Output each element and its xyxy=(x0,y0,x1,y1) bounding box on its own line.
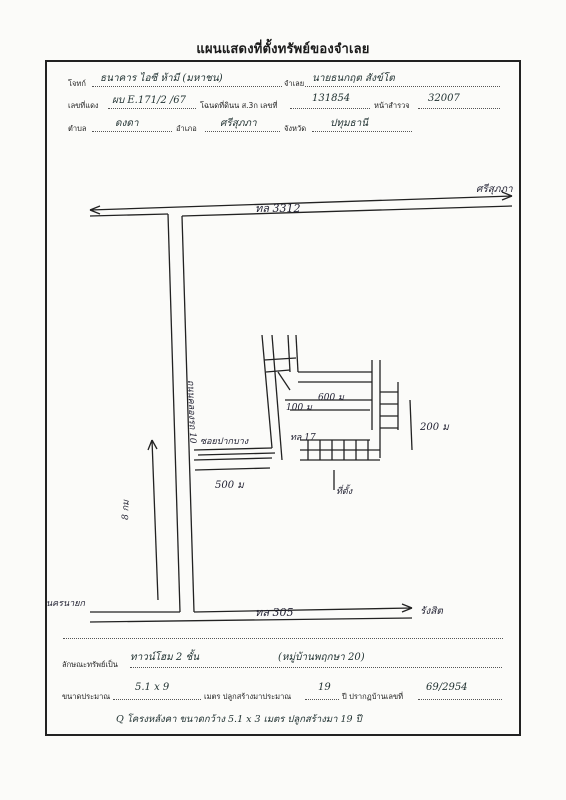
deed-line xyxy=(108,108,196,109)
footer-note: Q โครงหลังคา ขนาดกว้าง 5.1 x 3 เมตร ปลูก… xyxy=(116,714,362,725)
build-label: เมตร ปลูกสร้างมาประมาณ xyxy=(204,692,292,701)
page-title: แผนแสดงที่ตั้งทรัพย์ของจำเลย xyxy=(196,42,370,57)
size-value: 5.1 x 9 xyxy=(135,682,170,693)
build-line xyxy=(305,699,339,700)
defendant-line xyxy=(305,86,500,87)
house-label: ที่ตั้ง xyxy=(336,484,353,497)
district-label: อำเภอ xyxy=(176,124,197,133)
deed-value: ผบ E.171/2 /67 xyxy=(112,95,186,106)
dist-600-label: 600 ม xyxy=(318,393,345,403)
bottom-right-dest: รังสิต xyxy=(420,605,443,617)
house-no-line xyxy=(418,699,502,700)
top-road-label: ทล 3312 xyxy=(255,202,300,215)
left-road-line xyxy=(167,213,181,613)
size-line xyxy=(113,699,201,700)
survey-label: หน้าสำรวจ xyxy=(374,101,410,110)
subdistrict-label: ตำบล xyxy=(68,124,87,133)
deed-label: เลขที่แดง xyxy=(68,101,99,110)
house-no-label: ปี ปรากฏบ้านเลขที่ xyxy=(342,692,404,701)
form-frame xyxy=(45,60,521,736)
left-road-label: ถนนคลองรถ 10 xyxy=(185,380,197,444)
plaintiff-value: ธนาคาร ไอซี ห้ามี (มหาชน) xyxy=(100,73,223,84)
dist-100-label: 100 ม xyxy=(286,403,313,413)
district-value: ศรีสุภภา xyxy=(220,118,257,129)
province-label: จังหวัด xyxy=(284,124,307,133)
top-right-dest: ศรีสุภภา xyxy=(476,183,513,195)
road-17-label: ทล 17 xyxy=(290,433,316,443)
plaintiff-label: โจทก์ xyxy=(68,79,86,88)
bottom-left-dest: นครนายก xyxy=(46,599,85,609)
property-type-label: ลักษณะทรัพย์เป็น xyxy=(62,660,118,669)
footer-top-line xyxy=(63,638,503,639)
subdistrict-line xyxy=(92,131,172,132)
house-no-value: 69/2954 xyxy=(426,682,468,693)
plaintiff-line xyxy=(92,86,282,87)
title-no-line xyxy=(290,108,370,109)
property-type-line xyxy=(130,667,502,668)
district-line xyxy=(205,131,280,132)
survey-line xyxy=(418,108,500,109)
build-years: 19 xyxy=(318,682,331,693)
title-no-value: 131854 xyxy=(312,93,351,104)
size-label: ขนาดประมาณ xyxy=(62,692,111,701)
defendant-label: จำเลย xyxy=(284,79,305,88)
soi-label: ซอยปากบาง xyxy=(200,437,249,447)
subdistrict-value: ดงดา xyxy=(115,118,139,129)
village-value: (หมู่บ้านพฤกษา 20) xyxy=(278,652,365,663)
top-road-line xyxy=(89,195,513,211)
survey-value: 32007 xyxy=(428,93,460,104)
bottom-road-label: ทล 305 xyxy=(255,606,293,619)
side-distance-label: 8 กม xyxy=(121,499,132,520)
property-type-value: ทาวน์โฮม 2 ชั้น xyxy=(130,652,200,663)
dist-500-label: 500 ม xyxy=(215,480,245,491)
defendant-value: นายธนกฤต สังข์โต xyxy=(312,73,395,84)
dist-200-label: 200 ม xyxy=(419,422,450,433)
province-value: ปทุมธานี xyxy=(330,118,369,129)
province-line xyxy=(312,131,412,132)
title-no-label: โฉนดที่ดินน ส.3ก เลขที่ xyxy=(200,101,278,110)
soi-road-line xyxy=(193,447,273,451)
